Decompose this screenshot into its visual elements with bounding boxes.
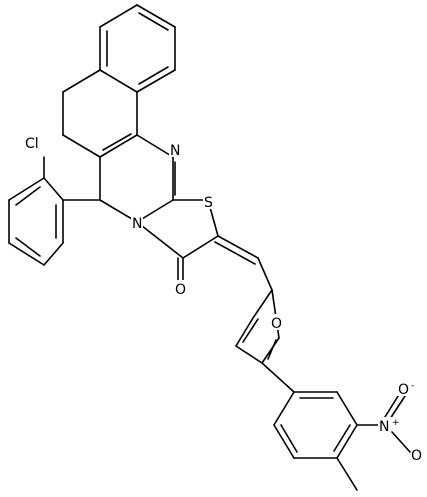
fused-nitrogen-atom-label: N [132,216,142,232]
benzo-ring [99,4,176,93]
nitro-left-oxygen-atom-label: O [411,448,422,464]
nitro-top-oxygen-charge: - [411,381,414,391]
dihydro-ring [62,69,138,158]
sulfur-atom-label: S [204,195,213,211]
methylidene-linker [214,235,273,291]
nitrotolyl-ring [261,362,406,491]
thiazolidinone-ring [136,199,219,281]
nitro-top-oxygen-atom-label: O [398,382,409,398]
furan-oxygen-atom-label: O [271,316,282,332]
ring-nitrogen-atom-label: N [170,143,180,159]
nitro-nitrogen-charge: + [392,418,400,428]
atom-labels: Cl N N S O O N + O - O [24,134,424,464]
pyrimidine-ring [99,134,176,223]
chlorine-atom-label: Cl [25,136,39,152]
nitro-nitrogen-atom-label: N [379,419,389,435]
carbonyl-oxygen-atom-label: O [175,282,186,298]
chlorophenyl-ring [8,156,101,266]
